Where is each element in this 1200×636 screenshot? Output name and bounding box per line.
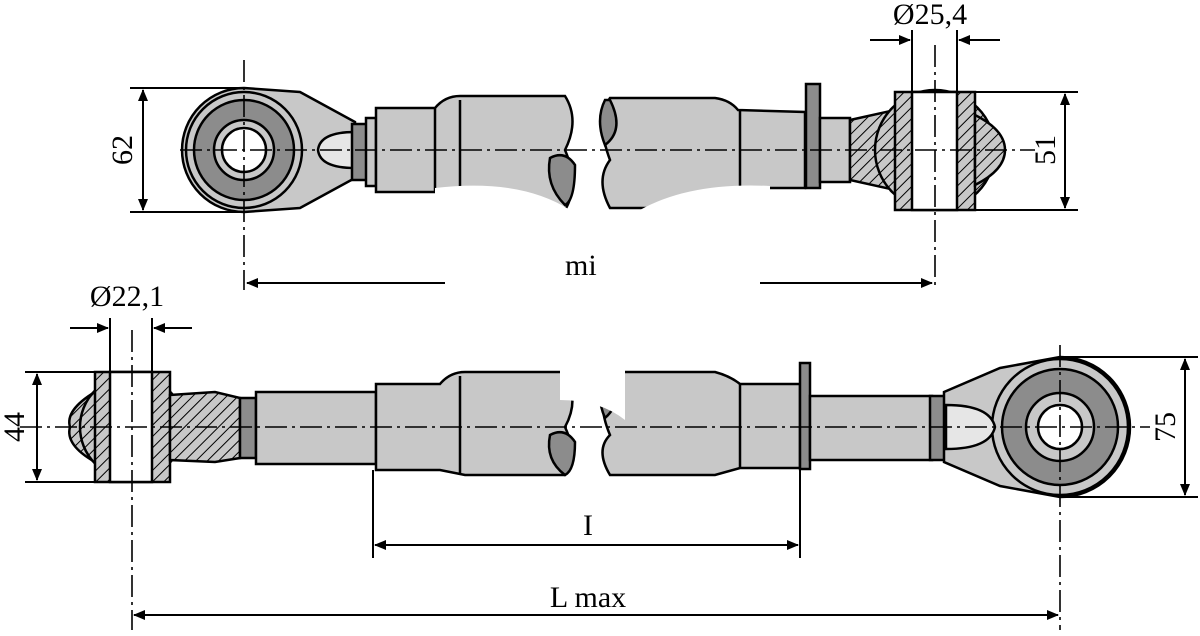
top-tube-left [374, 94, 577, 212]
bottom-dimensions: Ø22,1 44 75 I L max [0, 280, 1198, 620]
dim-44: 44 [0, 412, 31, 442]
break-cover-bottom [560, 345, 625, 420]
dim-62: 62 [106, 135, 139, 165]
dim-min-length: mi [565, 249, 597, 282]
top-dimensions: 62 51 Ø25,4 mi [106, 0, 1078, 288]
dim-51: 51 [1029, 135, 1062, 165]
dim-tube-length: I [583, 509, 593, 542]
bottom-tube [254, 361, 934, 477]
top-eye-end [180, 86, 378, 214]
dim-bore-22-1: Ø22,1 [90, 280, 164, 313]
dim-bore-25-4: Ø25,4 [893, 0, 967, 31]
bottom-assembly [20, 330, 1150, 630]
top-assembly [180, 45, 1035, 300]
dim-l-max: L max [550, 581, 626, 614]
break-cover [435, 185, 770, 300]
top-tube-right [598, 82, 852, 210]
dim-75: 75 [1149, 412, 1182, 442]
